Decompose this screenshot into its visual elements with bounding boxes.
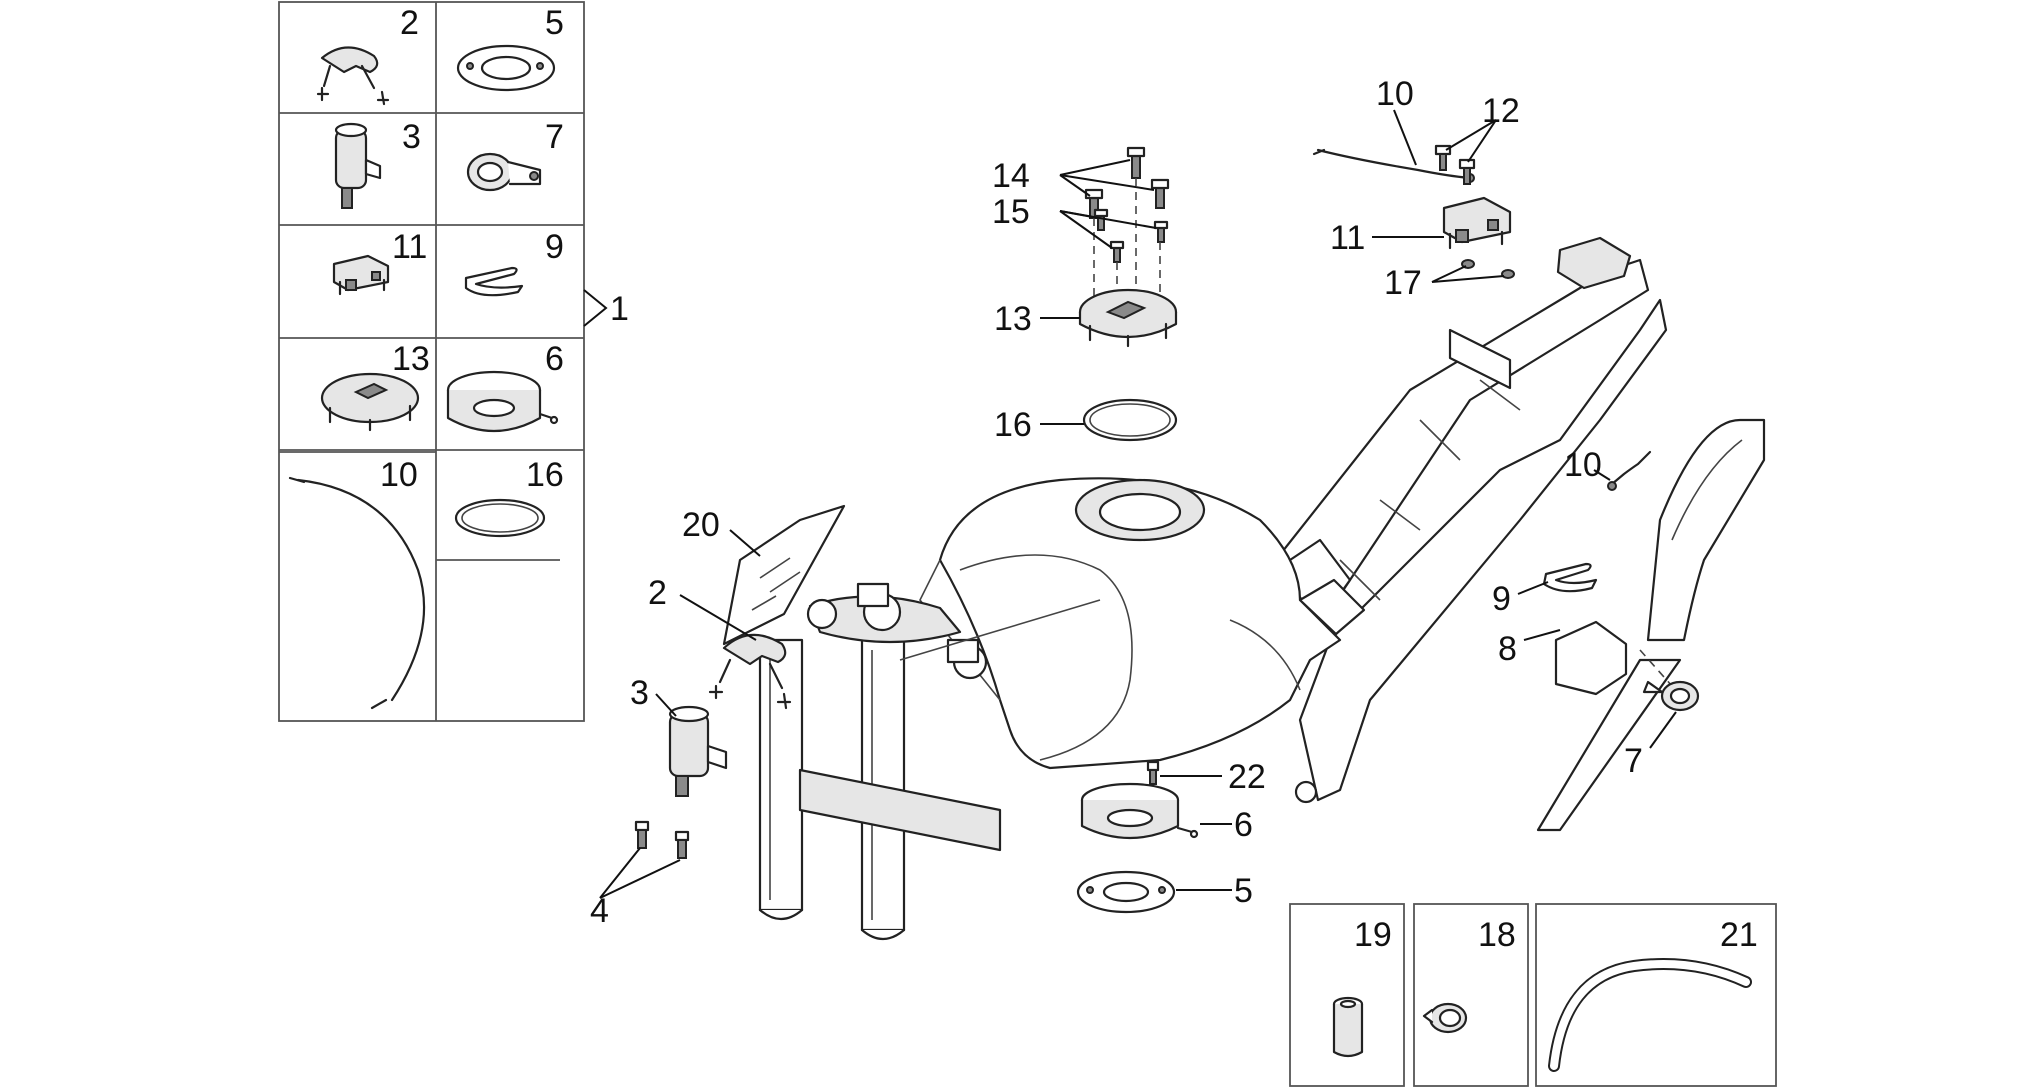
label-main-13: 13 <box>994 300 1032 338</box>
kit-latch-part: 11 <box>332 228 427 296</box>
frame-and-tank <box>758 236 1668 941</box>
label-kit-11: 11 <box>392 228 427 266</box>
label-kit-7: 7 <box>545 118 564 156</box>
label-main-15: 15 <box>992 193 1030 231</box>
label-main-12: 12 <box>1482 92 1520 130</box>
label-main-5: 5 <box>1234 872 1253 910</box>
kit-clip-part: 9 <box>464 228 564 297</box>
kit-flange-part: 6 <box>446 340 564 432</box>
label-box-21: 21 <box>1720 916 1758 954</box>
label-main-8: 8 <box>1498 630 1517 668</box>
label-kit-13: 13 <box>392 340 430 378</box>
label-main-9: 9 <box>1492 580 1511 618</box>
label-main-20: 20 <box>682 506 720 544</box>
kit-o-ring-part: 16 <box>454 456 564 538</box>
label-main-22: 22 <box>1228 758 1266 796</box>
label-kit-16: 16 <box>526 456 564 494</box>
kit-key-set-part: 2 <box>316 4 419 106</box>
label-box-19: 19 <box>1354 916 1392 954</box>
fuel-cap-assembly: 14 15 13 16 <box>992 146 1178 444</box>
accessory-boxes: 19 18 21 <box>1289 903 1777 1087</box>
label-main-16: 16 <box>994 406 1032 444</box>
ignition-kit-panel: 1 2 5 3 7 <box>278 1 629 722</box>
label-kit-1: 1 <box>610 290 629 328</box>
right-side-parts: 10 9 8 7 <box>1492 418 1766 832</box>
label-main-2: 2 <box>648 574 667 612</box>
label-kit-2: 2 <box>400 4 419 42</box>
kit-gasket-part: 5 <box>456 4 564 92</box>
seat-latch-assembly: 10 12 11 17 <box>1312 75 1520 302</box>
label-kit-6: 6 <box>545 340 564 378</box>
label-main-7: 7 <box>1624 742 1643 780</box>
label-main-14: 14 <box>992 157 1030 195</box>
label-main-17: 17 <box>1384 264 1422 302</box>
label-main-11: 11 <box>1330 219 1365 257</box>
fuel-filler-cap <box>1078 288 1178 348</box>
fuel-cap-o-ring <box>1082 398 1178 442</box>
label-kit-5: 5 <box>545 4 564 42</box>
front-fork <box>758 582 1101 941</box>
kit-cable-part: 10 <box>288 456 426 710</box>
label-kit-3: 3 <box>402 118 421 156</box>
hose-clamp-part-18: 18 <box>1422 916 1516 1034</box>
label-main-4: 4 <box>590 892 609 930</box>
kit-lock-cylinder-part: 7 <box>466 118 564 192</box>
fuel-hose-part-21: 21 <box>1548 916 1758 1072</box>
label-main-10-right: 10 <box>1564 446 1602 484</box>
spacer-part-19: 19 <box>1332 916 1392 1058</box>
label-main-6: 6 <box>1234 806 1253 844</box>
kit-ignition-switch-part: 3 <box>334 118 421 209</box>
label-box-18: 18 <box>1478 916 1516 954</box>
label-kit-9: 9 <box>545 228 564 266</box>
filler-flange-assembly: 22 6 5 <box>1076 758 1266 914</box>
label-main-10-top: 10 <box>1376 75 1414 113</box>
label-kit-10: 10 <box>380 456 418 494</box>
kit-filler-cap-part: 13 <box>320 340 430 432</box>
cap-screws <box>1084 146 1170 300</box>
ignition-switch-assembly: 20 2 3 4 <box>590 504 846 930</box>
label-main-3: 3 <box>630 674 649 712</box>
